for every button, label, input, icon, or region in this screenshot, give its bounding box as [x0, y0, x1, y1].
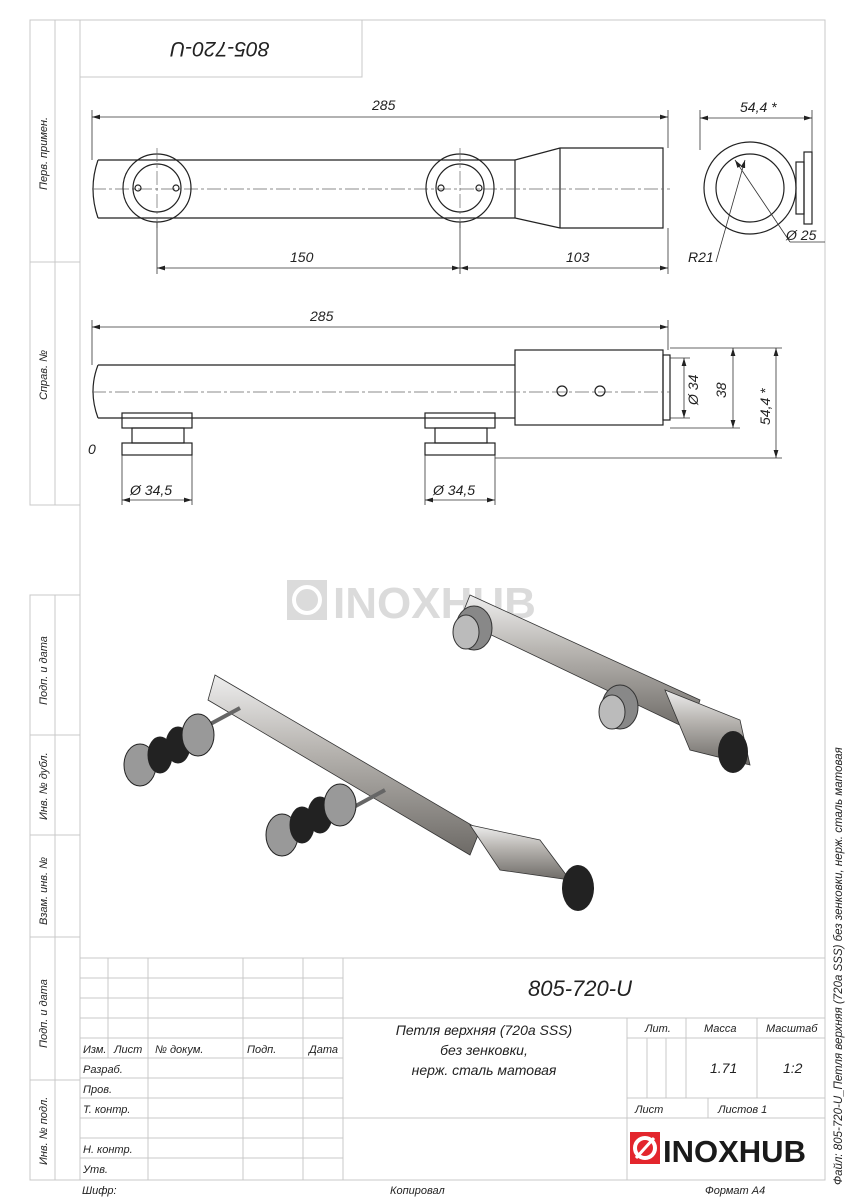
dim-foot-dia-2: Ø 34,5 — [432, 482, 475, 498]
drawing-frame — [29, 19, 826, 1181]
part-name-line-3: нерж. сталь матовая — [412, 1062, 557, 1078]
top-view — [92, 147, 670, 229]
header-data: Дата — [307, 1044, 338, 1056]
dim-top-spacing: 150 — [290, 249, 314, 265]
footer-shifr: Шифр: — [82, 1185, 117, 1197]
role-utv: Утв. — [82, 1164, 108, 1176]
label-podp-data-2: Подп. и дата — [38, 979, 50, 1048]
label-sprav-no: Справ. № — [38, 350, 50, 400]
scale-value: 1:2 — [783, 1060, 803, 1076]
scale-label: Масштаб — [766, 1023, 818, 1035]
sheet-label: Лист — [634, 1104, 663, 1116]
inoxhub-logo: INOXHUB — [630, 1132, 806, 1169]
mass-value: 1.71 — [710, 1060, 737, 1076]
footer-format: Формат А4 — [705, 1185, 765, 1197]
role-n-kontr: Н. контр. — [83, 1144, 133, 1156]
dim-end-width: 54,4 * — [740, 99, 777, 115]
mass-label: Масса — [704, 1023, 737, 1035]
title-block: 805-720-U Изм. Лист № докум. Подп. Дата … — [82, 976, 818, 1176]
role-t-kontr: Т. контр. — [83, 1104, 130, 1116]
role-razrab: Разраб. — [83, 1064, 123, 1076]
dim-top-end: 103 — [566, 249, 590, 265]
role-prov: Пров. — [83, 1084, 112, 1096]
part-name-line-1: Петля верхняя (720a SSS) — [396, 1022, 572, 1038]
watermark-logo-icon — [287, 580, 327, 620]
side-view-dimensions: 285 Ø 34,5 Ø 34,5 0 Ø 34 38 54,4 * — [88, 308, 782, 505]
drawing-number: 805-720-U — [528, 976, 632, 1001]
dim-dia-25: Ø 25 — [785, 227, 817, 243]
label-inv-podl: Инв. № подл. — [38, 1097, 50, 1165]
side-view — [92, 349, 671, 456]
dim-h-54: 54,4 * — [757, 388, 773, 425]
dim-radius: R21 — [688, 249, 714, 265]
label-vzam-inv: Взам. инв. № — [38, 857, 50, 925]
part-name-line-2: без зенковки, — [440, 1042, 528, 1058]
header-no-dokum: № докум. — [155, 1044, 203, 1056]
rotated-stamp-number: 805-720-U — [170, 37, 270, 60]
side-strip-labels: Перв. примен. Справ. № Подп. и дата Инв.… — [38, 117, 50, 1165]
label-perv-primen: Перв. примен. — [38, 117, 50, 190]
label-inv-dubl: Инв. № дубл. — [38, 752, 50, 820]
header-list: Лист — [113, 1044, 142, 1056]
dim-zero: 0 — [88, 441, 96, 457]
footer: Шифр: Копировал Формат А4 Файл: 805-720-… — [82, 747, 845, 1197]
header-podp: Подп. — [247, 1044, 276, 1056]
top-view-dimensions: 285 150 103 — [91, 97, 669, 274]
header-izm: Изм. — [83, 1044, 106, 1056]
label-podp-data: Подп. и дата — [38, 636, 50, 705]
end-view: 54,4 * R21 Ø 25 — [688, 99, 825, 265]
isometric-assembled-view — [452, 594, 751, 773]
isometric-exploded-view — [123, 674, 594, 911]
file-label: Файл: 805-720-U_Петля верхняя (720a SSS)… — [833, 747, 845, 1185]
dim-foot-dia-1: Ø 34,5 — [129, 482, 172, 498]
footer-kopiroval: Копировал — [390, 1185, 445, 1197]
sheets-label: Листов 1 — [717, 1104, 767, 1116]
title-block-grid — [80, 957, 825, 1180]
dim-side-length: 285 — [309, 308, 334, 324]
dim-dia-34: Ø 34 — [685, 374, 701, 406]
lit-label: Лит. — [644, 1023, 671, 1035]
dim-top-length: 285 — [371, 97, 396, 113]
inoxhub-logo-text: INOXHUB — [663, 1134, 806, 1169]
dim-h-38: 38 — [713, 382, 729, 398]
